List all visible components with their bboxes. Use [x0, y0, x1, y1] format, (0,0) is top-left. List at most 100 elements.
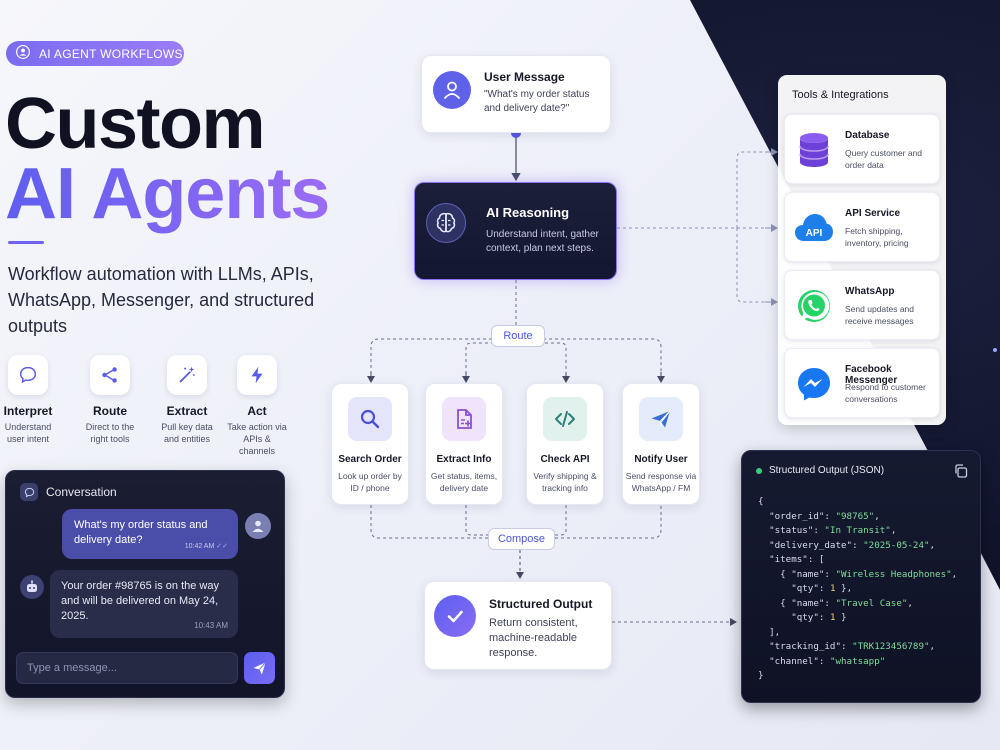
edge-tools-merge: [370, 505, 662, 539]
integration-desc: Respond to customer conversations: [845, 382, 926, 404]
integration-database[interactable]: Database Query customer and order data: [784, 114, 940, 184]
conversation-panel: Conversation What's my order status and …: [5, 470, 285, 698]
json-output-panel: Structured Output (JSON) { "order_id": "…: [741, 450, 981, 703]
database-icon: [794, 130, 834, 170]
svg-text:API: API: [806, 228, 823, 239]
bot-message-time: 10:43 AM: [194, 621, 228, 630]
json-line: { "name": "Wireless Headphones",: [758, 568, 958, 580]
step-title: Extract: [166, 404, 208, 418]
step-act: Act Take action via APIs & channels: [224, 355, 290, 457]
integrations-panel: Tools & Integrations Database Query cust…: [778, 75, 946, 425]
user-message-node: User Message "What's my order status and…: [421, 55, 611, 133]
chat-bubble-icon: [8, 355, 48, 395]
json-line: "qty": 1 }: [791, 612, 847, 623]
bot-message-text: Your order #98765 is on the way and will…: [61, 580, 219, 622]
search-icon: [348, 397, 392, 441]
json-title: Structured Output (JSON): [769, 465, 885, 476]
integration-title: Database: [845, 130, 890, 141]
share-nodes-icon: [90, 355, 130, 395]
user-avatar-icon: [433, 71, 471, 109]
tool-title: Check API: [540, 454, 590, 465]
compose-label: Compose: [488, 528, 555, 550]
node-title: Structured Output: [489, 597, 593, 611]
json-line: "tracking_id": "TRK123456789",: [769, 641, 936, 652]
step-title: Interpret: [3, 404, 53, 418]
paper-plane-icon: [253, 661, 266, 675]
step-desc: Direct to the right tools: [85, 422, 135, 444]
hero-subtitle: Workflow automation with LLMs, APIs, Wha…: [8, 264, 315, 336]
step-desc: Take action via APIs & channels: [227, 422, 287, 456]
json-line: {: [758, 496, 764, 507]
tool-title: Search Order: [338, 454, 402, 465]
send-button[interactable]: [244, 652, 275, 684]
step-desc: Pull key data and entities: [161, 422, 213, 444]
tool-check-api: Check API Verify shipping & tracking inf…: [526, 383, 604, 505]
integration-title: WhatsApp: [845, 286, 895, 297]
json-line: ],: [758, 626, 781, 638]
tool-title: Extract Info: [436, 454, 492, 465]
json-line: }: [758, 670, 764, 681]
node-title: AI Reasoning: [486, 205, 570, 220]
conversation-header: Conversation: [20, 483, 117, 501]
step-title: Act: [247, 404, 267, 418]
step-interpret: Interpret Understand user intent: [0, 355, 61, 445]
tool-extract-info: Extract Info Get status, items, delivery…: [425, 383, 503, 505]
json-line: "qty": 1 },: [791, 583, 853, 594]
brain-icon: [426, 203, 466, 243]
step-route: Route Direct to the right tools: [77, 355, 143, 445]
ai-reasoning-node: AI Reasoning Understand intent, gather c…: [414, 182, 617, 280]
json-line: "delivery_date": "2025-05-24",: [769, 539, 936, 551]
node-desc: "What's my order status and delivery dat…: [484, 89, 590, 114]
json-line: "items": [: [769, 554, 825, 565]
step-desc: Understand user intent: [4, 422, 52, 444]
api-cloud-icon: API: [794, 208, 834, 248]
check-circle-icon: [434, 595, 476, 637]
node-desc: Understand intent, gather context, plan …: [486, 229, 599, 254]
integration-desc: Query customer and order data: [845, 148, 923, 170]
json-header: Structured Output (JSON): [756, 465, 884, 476]
sparkle-dot: [993, 348, 997, 352]
tool-desc: Verify shipping & tracking info: [533, 471, 597, 493]
chat-bubble-icon: [20, 483, 38, 501]
integration-whatsapp[interactable]: WhatsApp Send updates and receive messag…: [784, 270, 940, 340]
integrations-title: Tools & Integrations: [792, 89, 889, 101]
magic-wand-icon: [167, 355, 207, 395]
json-line: "status": "In Transit",: [769, 525, 897, 536]
status-dot-icon: [756, 467, 762, 474]
user-avatar-icon: [245, 513, 271, 539]
hero-title-line2: AI Agents: [5, 154, 330, 234]
user-message-text: What's my order status and delivery date…: [74, 519, 208, 546]
integration-desc: Fetch shipping, inventory, pricing: [845, 226, 909, 248]
read-check-icon: ✓✓: [216, 543, 228, 550]
tool-notify-user: Notify User Send response via WhatsApp /…: [622, 383, 700, 505]
user-message-bubble: What's my order status and delivery date…: [62, 509, 238, 559]
edge-tools-merge-mid: [465, 505, 567, 536]
document-plus-icon: [442, 397, 486, 441]
whatsapp-icon: [794, 286, 834, 326]
code-icon: [543, 397, 587, 441]
capability-steps: Interpret Understand user intent Route D…: [4, 355, 305, 456]
bot-avatar-icon: [20, 575, 44, 599]
bot-message-bubble: Your order #98765 is on the way and will…: [50, 570, 238, 638]
json-code-block: { "order_id": "98765", "status": "In Tra…: [758, 495, 957, 684]
tool-desc: Send response via WhatsApp / FM: [625, 471, 697, 493]
lightning-icon: [237, 355, 277, 395]
node-title: User Message: [484, 70, 565, 84]
json-line: { "name": "Travel Case",: [758, 597, 913, 609]
step-title: Route: [93, 404, 127, 418]
copy-icon[interactable]: [953, 463, 969, 479]
hero-title-line1: Custom: [5, 84, 266, 164]
message-input[interactable]: [16, 652, 238, 684]
json-line: "order_id": "98765",: [769, 510, 880, 522]
user-group-icon: [16, 45, 30, 62]
integration-title: API Service: [845, 208, 901, 219]
tool-desc: Look up order by ID / phone: [338, 471, 402, 493]
tool-search-order: Search Order Look up order by ID / phone: [331, 383, 409, 505]
tool-title: Notify User: [634, 454, 688, 465]
messenger-icon: [794, 364, 834, 404]
integration-api-service[interactable]: API API Service Fetch shipping, inventor…: [784, 192, 940, 262]
workflow-badge: AI AGENT WORKFLOWS: [6, 41, 184, 66]
integration-facebook-messenger[interactable]: Facebook Messenger Respond to customer c…: [784, 348, 940, 418]
hero-divider: [8, 241, 44, 244]
conversation-title: Conversation: [46, 485, 117, 499]
